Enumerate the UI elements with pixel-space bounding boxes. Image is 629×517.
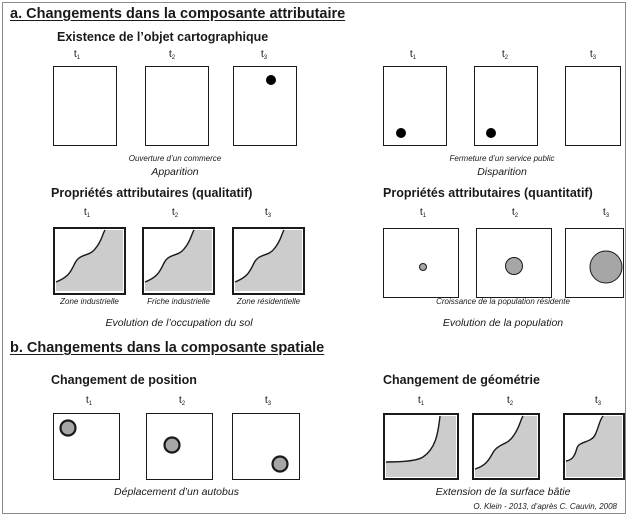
time-label-t2: t2 [501,48,509,61]
builtup-box-t3 [563,413,625,480]
disparition-caption: Fermeture d’un service public [449,154,555,163]
time-label-t2: t2 [168,48,176,61]
time-label-t3: t3 [594,394,602,407]
commerce-point [266,75,276,85]
time-label-t2: t2 [171,206,179,219]
landuse-caption-t1: Zone industrielle [60,297,119,306]
quantitatif-caption: Croissance de la population résidente [436,297,570,306]
time-label-t3: t3 [264,394,272,407]
apparition-caption: Ouverture d’un commerce [128,154,222,163]
landuse-caption-t2: Friche industrielle [147,297,210,306]
time-label-t1: t1 [417,394,425,407]
landuse-box-t2 [142,227,215,295]
bus-box-t3 [232,413,300,480]
qualitatif-title: Propriétés attributaires (qualitatif) [51,186,253,200]
disparition-label: Disparition [477,166,527,178]
time-label-t1: t1 [83,206,91,219]
time-label-t1: t1 [409,48,417,61]
section-a-title: a. Changements dans la composante attrib… [10,6,346,22]
bus-marker [163,436,181,454]
apparition-box-t2 [145,66,209,146]
landuse-box-t1 [53,227,126,295]
bus-box-t1 [53,413,120,480]
time-label-t2: t2 [506,394,514,407]
population-circle [505,257,523,275]
existence-title: Existence de l’objet cartographique [57,30,269,44]
time-label-t2: t2 [511,206,519,219]
time-label-t1: t1 [85,394,93,407]
qualitatif-label: Evolution de l’occupation du sol [105,317,253,329]
bus-box-t2 [146,413,213,480]
disparition-box-t2 [474,66,538,146]
time-label-t2: t2 [178,394,186,407]
disparition-box-t1 [383,66,447,146]
population-box-t3 [565,228,624,298]
apparition-label: Apparition [151,166,199,178]
section-b-title: b. Changements dans la composante spatia… [10,340,325,356]
landuse-box-t3 [232,227,305,295]
position-title: Changement de position [51,373,197,387]
quantitatif-title: Propriétés attributaires (quantitatif) [383,186,593,200]
credit-note: O. Klein - 2013, d’après C. Cauvin, 2008 [473,502,617,511]
time-label-t3: t3 [264,206,272,219]
population-box-t2 [476,228,552,298]
quantitatif-label: Evolution de la population [442,317,564,329]
geometrie-title: Changement de géométrie [383,373,540,387]
builtup-box-t1 [383,413,459,480]
service-point [486,128,496,138]
apparition-box-t1 [53,66,117,146]
population-circle [589,250,623,284]
time-label-t1: t1 [419,206,427,219]
bus-marker [59,419,77,437]
time-label-t3: t3 [602,206,610,219]
time-label-t3: t3 [589,48,597,61]
apparition-box-t3 [233,66,297,146]
landuse-caption-t3: Zone résidentielle [236,297,301,306]
disparition-box-t3 [565,66,621,146]
population-box-t1 [383,228,459,298]
service-point [396,128,406,138]
geometrie-label: Extension de la surface bâtie [435,486,571,498]
bus-marker [271,455,289,473]
builtup-box-t2 [472,413,540,480]
time-label-t3: t3 [260,48,268,61]
time-label-t1: t1 [73,48,81,61]
population-circle [419,263,427,271]
position-label: Déplacement d’un autobus [114,486,239,498]
